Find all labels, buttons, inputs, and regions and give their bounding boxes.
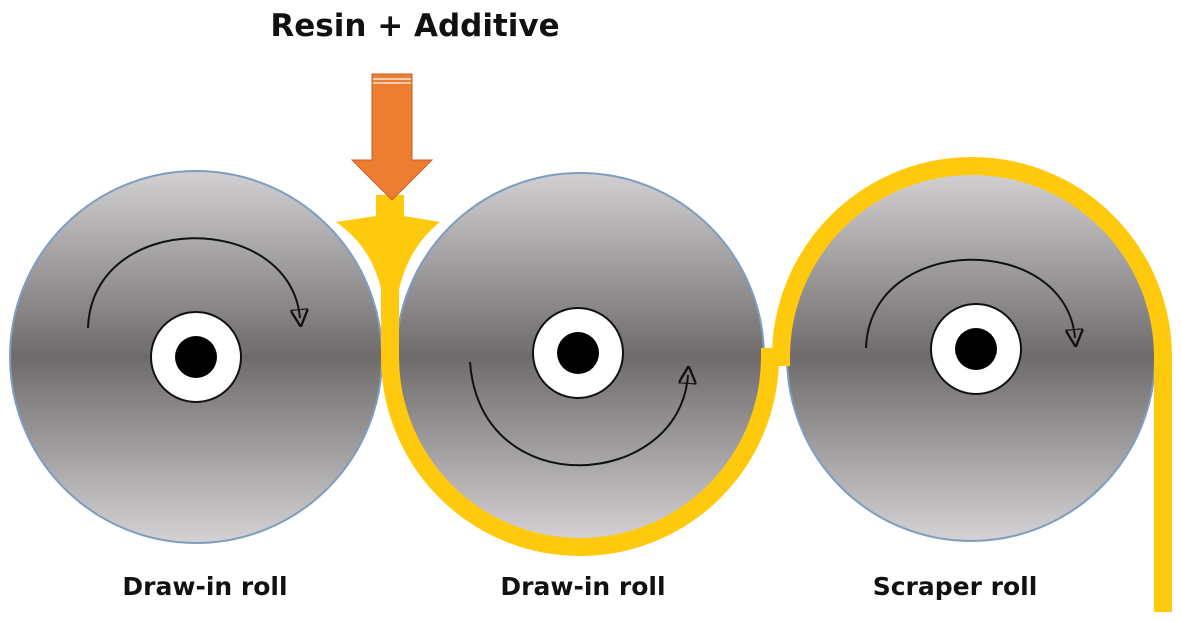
roll-label-1: Draw-in roll [122, 572, 288, 601]
feed-arrow [350, 73, 434, 201]
feed-label: Resin + Additive [270, 8, 560, 44]
resin-pool [336, 195, 440, 300]
roll-label-3: Scraper roll [872, 572, 1038, 601]
rotation-arrow-icon-clockwise [87, 237, 300, 329]
roll-label-2: Draw-in roll [500, 572, 666, 601]
rotation-arrow-icon-counterclockwise [469, 361, 688, 467]
hub-1 [150, 311, 242, 403]
resin-sheet [381, 157, 1172, 612]
rotation-arrow-icon-clockwise [865, 258, 1075, 349]
hub-2 [532, 307, 624, 399]
hub-3 [930, 303, 1022, 395]
